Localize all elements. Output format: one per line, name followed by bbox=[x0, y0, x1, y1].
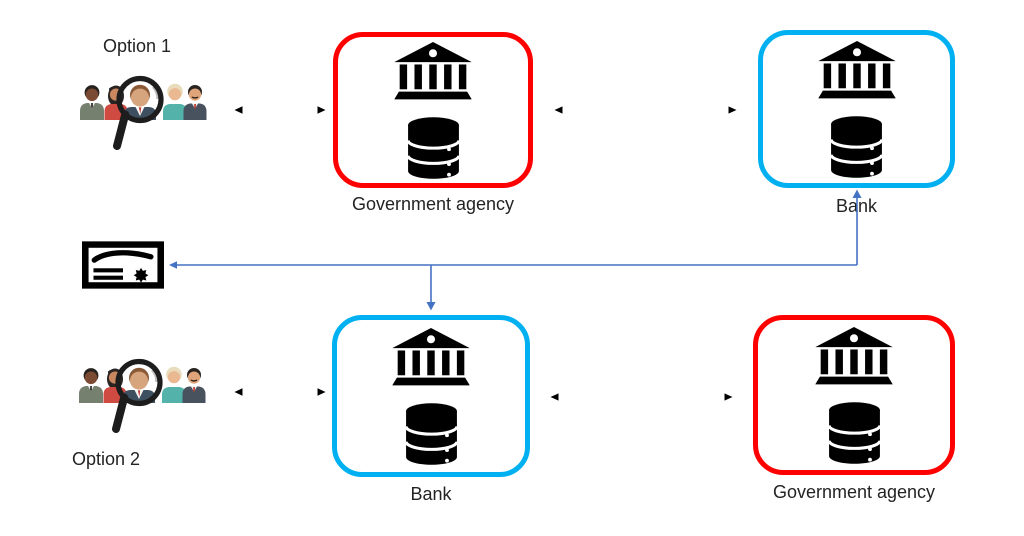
option2-bank-label: Bank bbox=[410, 484, 452, 504]
option2-government-agency-box bbox=[753, 315, 955, 475]
option1-government-agency-label: Government agency bbox=[351, 194, 515, 214]
database-icon bbox=[827, 401, 881, 464]
option1-government-agency-box bbox=[333, 32, 533, 188]
option1-bank-box bbox=[758, 30, 955, 188]
citizens-with-magnifier-icon-option1 bbox=[78, 70, 208, 154]
database-icon bbox=[406, 116, 460, 179]
bidirectional-arrow-option1 bbox=[234, 106, 326, 114]
citizens-with-magnifier-icon-option2 bbox=[77, 353, 207, 437]
option2-label: Option 2 bbox=[72, 449, 141, 469]
arrowhead-down-to-bank bbox=[426, 302, 436, 311]
database-icon bbox=[829, 115, 884, 178]
bank-building-icon bbox=[817, 40, 896, 98]
bank-building-icon bbox=[815, 326, 893, 384]
arrowhead-left-to-certificate bbox=[169, 261, 177, 269]
bank-building-icon bbox=[394, 41, 472, 99]
option2-government-agency-label: Government agency bbox=[772, 482, 936, 502]
certificate-icon bbox=[82, 241, 164, 289]
option1-bank-label: Bank bbox=[835, 196, 878, 216]
database-icon bbox=[404, 402, 458, 465]
dashed-bidirectional-arrow-option2 bbox=[550, 393, 733, 401]
option1-label: Option 1 bbox=[103, 36, 172, 56]
dashed-bidirectional-arrow-option1 bbox=[554, 106, 737, 114]
option2-bank-box bbox=[332, 315, 530, 477]
bidirectional-arrow-option2 bbox=[234, 388, 326, 396]
bank-building-icon bbox=[392, 327, 470, 385]
